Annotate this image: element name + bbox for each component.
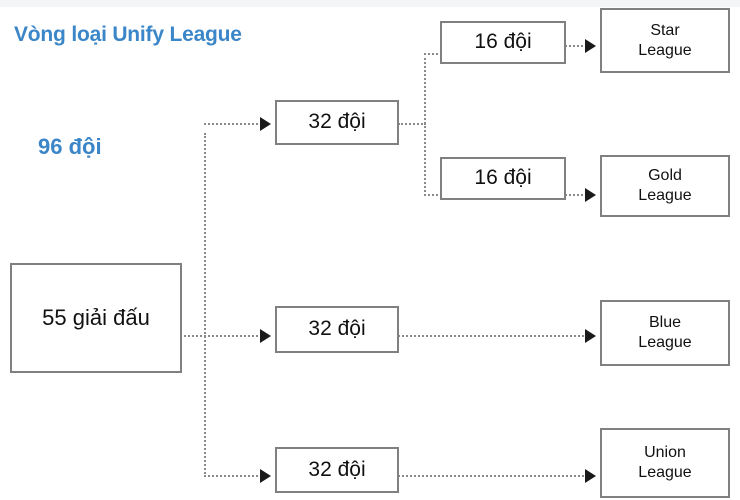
node-league-gold[interactable]: Gold League (600, 155, 730, 217)
arrowhead-to-qualifier-3 (260, 469, 271, 483)
connector-qualifier-2-to-blue-league (398, 335, 588, 337)
node-split-1-label: 16 đội (474, 30, 532, 54)
node-split-2[interactable]: 16 đội (440, 157, 566, 200)
arrowhead-to-gold-league (585, 188, 596, 202)
node-league-blue[interactable]: Blue League (600, 300, 730, 366)
connector-spine-vertical (204, 133, 206, 477)
node-league-gold-line2: League (638, 187, 692, 204)
connector-split-to-sixteen-1 (424, 53, 442, 55)
node-league-star[interactable]: Star League (600, 8, 730, 73)
arrowhead-to-union-league (585, 469, 596, 483)
node-league-union-line1: Union (644, 444, 686, 461)
connector-sixteen-1-to-star-league (565, 45, 587, 47)
node-split-2-label: 16 đội (474, 166, 532, 190)
node-qualifier-3-label: 32 đội (308, 457, 366, 481)
node-league-blue-line1: Blue (648, 314, 681, 331)
connector-split-vertical (424, 53, 426, 196)
connector-split-to-sixteen-2 (424, 194, 442, 196)
node-league-star-text: Star League (638, 21, 691, 61)
node-qualifier-2-label: 32 đội (308, 317, 366, 341)
team-count-label: 96 đội (38, 134, 102, 159)
arrowhead-to-qualifier-1 (260, 117, 271, 131)
connector-spine-to-qualifier-3 (204, 475, 262, 477)
node-league-gold-line1: Gold (648, 167, 682, 184)
node-root-label: 55 giải đấu (42, 305, 150, 331)
node-league-gold-text: Gold League (638, 166, 691, 206)
connector-qualifier-1-to-split (398, 123, 426, 125)
connector-qualifier-3-to-union-league (398, 475, 588, 477)
node-league-blue-line2: League (638, 334, 692, 351)
node-qualifier-3[interactable]: 32 đội (275, 447, 399, 493)
connector-sixteen-2-to-gold-league (565, 194, 587, 196)
node-qualifier-1[interactable]: 32 đội (275, 100, 399, 145)
connector-spine-to-qualifier-1 (204, 123, 262, 125)
arrowhead-to-qualifier-2 (260, 329, 271, 343)
node-league-union-line2: League (638, 464, 692, 481)
node-root-tournaments[interactable]: 55 giải đấu (10, 263, 182, 373)
node-league-blue-text: Blue League (638, 313, 691, 353)
node-league-star-line1: Star (650, 21, 680, 39)
node-league-union[interactable]: Union League (600, 428, 730, 498)
node-qualifier-1-label: 32 đội (308, 110, 366, 134)
node-league-star-line2: League (638, 41, 692, 59)
connector-spine-to-qualifier-2 (204, 335, 262, 337)
connector-root-to-spine (180, 335, 206, 337)
page-title: Vòng loại Unify League (14, 23, 242, 46)
arrowhead-to-star-league (585, 39, 596, 53)
top-strip (0, 0, 740, 7)
node-league-union-text: Union League (638, 443, 691, 483)
arrowhead-to-blue-league (585, 329, 596, 343)
node-qualifier-2[interactable]: 32 đội (275, 306, 399, 353)
node-split-1[interactable]: 16 đội (440, 21, 566, 64)
